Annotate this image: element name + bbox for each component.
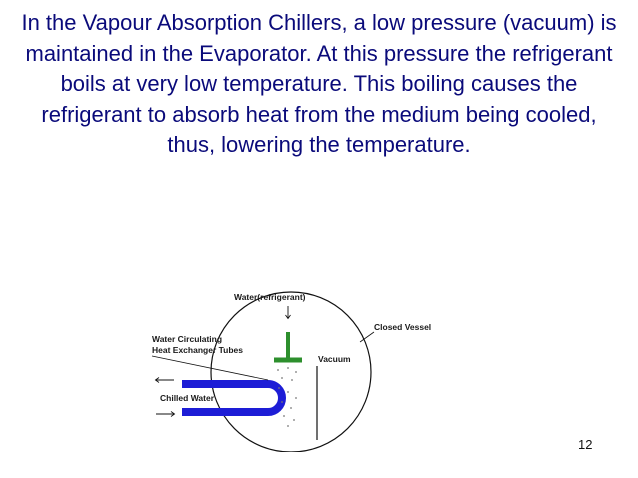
- refrigerant-droplets: [277, 367, 297, 427]
- tubes-leader-line: [151, 355, 269, 381]
- closed-vessel-circle: [210, 291, 372, 452]
- heat-exchanger-tube: [182, 380, 286, 416]
- evaporator-diagram: Water(refrigerant) Closed Vessel Water C…: [138, 280, 456, 452]
- water-in-arrowhead: [170, 411, 176, 417]
- evaporator-diagram-svg: Water(refrigerant) Closed Vessel Water C…: [151, 291, 431, 452]
- label-heat-exchanger-tubes: Heat Exchanger Tubes: [152, 345, 243, 355]
- vessel-leader-line: [359, 331, 375, 343]
- slide-body-text: In the Vapour Absorption Chillers, a low…: [21, 10, 617, 157]
- label-chilled-water: Chilled Water: [160, 393, 215, 403]
- page-number: 12: [578, 437, 593, 452]
- chilled-water-out-arrowhead: [154, 377, 160, 383]
- label-water-circulating: Water Circulating: [152, 334, 222, 344]
- label-vacuum: Vacuum: [318, 354, 351, 364]
- label-water-refrigerant: Water(refrigerant): [234, 292, 306, 302]
- label-closed-vessel: Closed Vessel: [374, 322, 431, 332]
- refrigerant-inflow-arrowhead: [285, 314, 291, 320]
